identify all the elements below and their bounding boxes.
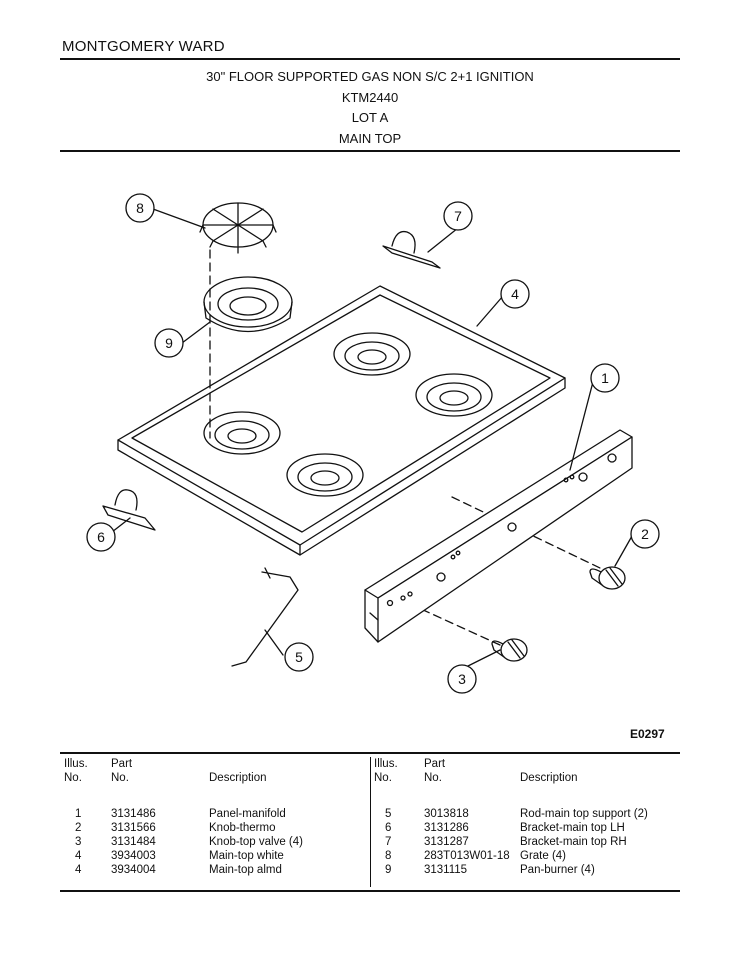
header-lot: LOT A	[351, 110, 389, 125]
brand-name: MONTGOMERY WARD	[62, 38, 225, 55]
burner-opening-front-right	[286, 453, 364, 497]
manifold-panel-part	[364, 429, 633, 643]
svg-text:6: 6	[97, 529, 105, 545]
burner-pan-part	[203, 276, 293, 333]
table-column-divider	[370, 757, 371, 887]
svg-text:8: 8	[136, 200, 144, 216]
svg-text:5: 5	[295, 649, 303, 665]
exploded-parts-diagram: 1 2 3 4 5 6 7 8 9	[86, 193, 660, 694]
knob-valve-alignment-line	[409, 603, 501, 646]
table-bottom-rule	[60, 890, 680, 892]
svg-text:4: 4	[511, 286, 519, 302]
header-model: KTM2440	[341, 89, 399, 105]
bracket-lh-part	[102, 489, 156, 531]
header-description: Description	[520, 772, 578, 784]
header-top-rule	[60, 58, 680, 60]
burner-opening-front-left	[203, 411, 281, 455]
callout-4: 4	[500, 279, 530, 309]
header-illus-no: Illus.No.	[374, 758, 398, 784]
burner-opening-rear-left	[333, 332, 411, 376]
svg-text:2: 2	[641, 526, 649, 542]
header-title: 30" FLOOR SUPPORTED GAS NON S/C 2+1 IGNI…	[206, 69, 534, 84]
knob-thermo-part	[589, 566, 626, 590]
leader-lines	[111, 208, 633, 676]
header-bottom-rule	[60, 150, 680, 152]
callout-8: 8	[125, 193, 155, 223]
diagram-header: 30" FLOOR SUPPORTED GAS NON S/C 2+1 IGNI…	[60, 67, 680, 149]
svg-text:1: 1	[601, 370, 609, 386]
callout-3: 3	[447, 664, 477, 694]
support-rod-part	[231, 567, 299, 667]
callout-5: 5	[284, 642, 314, 672]
table-top-rule	[60, 752, 680, 754]
bracket-rh-part	[382, 230, 441, 269]
callout-1: 1	[590, 363, 620, 393]
svg-text:3: 3	[458, 671, 466, 687]
knob-top-valve-part	[491, 638, 528, 662]
header-illus-no: Illus.No.	[64, 758, 88, 784]
header-section: MAIN TOP	[338, 130, 402, 146]
callout-6: 6	[86, 522, 116, 552]
grate-part	[199, 202, 277, 254]
main-top-part	[117, 285, 566, 556]
svg-text:9: 9	[165, 335, 173, 351]
callout-9: 9	[154, 328, 184, 358]
callout-7: 7	[443, 201, 473, 231]
figure-code: E0297	[630, 727, 665, 741]
header-description: Description	[209, 772, 267, 784]
callout-2: 2	[630, 519, 660, 549]
burner-opening-rear-right	[415, 373, 493, 417]
svg-text:7: 7	[454, 208, 462, 224]
